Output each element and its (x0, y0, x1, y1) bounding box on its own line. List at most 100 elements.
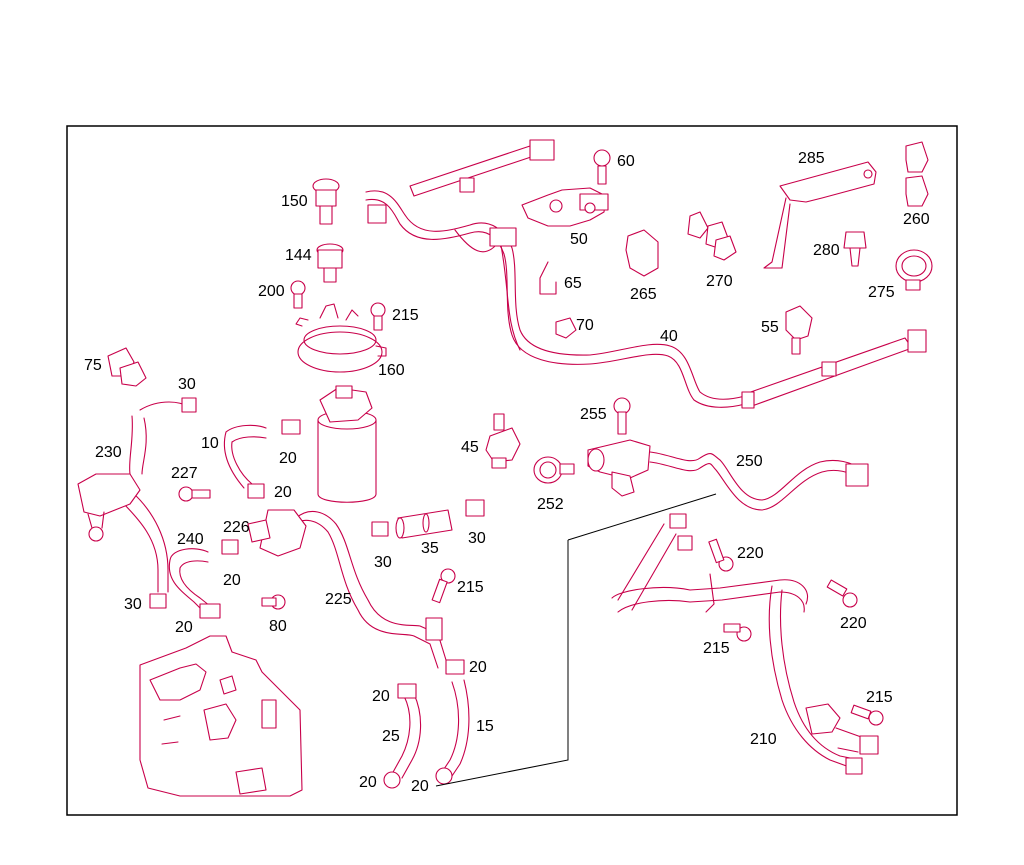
part-230-hose[interactable] (77, 401, 187, 593)
fuel-filter[interactable] (317, 385, 377, 503)
label-215-left: 215 (457, 579, 484, 596)
label-40: 40 (660, 328, 678, 345)
part-150-sensor[interactable] (312, 178, 340, 225)
part-240-hose[interactable] (168, 548, 211, 613)
part-160-filter-bracket[interactable] (295, 303, 387, 373)
part-215-screw-right[interactable] (850, 704, 884, 726)
fuel-line-40[interactable] (365, 139, 927, 409)
clip-20-g[interactable] (383, 771, 401, 789)
part-35-connector[interactable] (395, 509, 453, 539)
clip-20-c[interactable] (221, 539, 239, 555)
label-35: 35 (421, 540, 439, 557)
clip-30-d[interactable] (465, 499, 485, 517)
high-pressure-pump[interactable] (139, 635, 303, 797)
group-leader-frame (435, 493, 717, 787)
part-80-screw[interactable] (261, 594, 286, 610)
label-30-a: 30 (178, 376, 196, 393)
label-215-top: 215 (392, 307, 419, 324)
part-70-clip[interactable] (555, 317, 577, 339)
label-20-d: 20 (175, 619, 193, 636)
part-55-connector[interactable] (785, 305, 813, 355)
label-280: 280 (813, 242, 840, 259)
clip-20-b[interactable] (247, 483, 265, 499)
label-30-d: 30 (468, 530, 486, 547)
label-15: 15 (476, 718, 494, 735)
clip-30-c[interactable] (371, 521, 389, 537)
label-226: 226 (223, 519, 250, 536)
label-225: 225 (325, 591, 352, 608)
label-75: 75 (84, 357, 102, 374)
part-275-hose-clamp[interactable] (895, 249, 933, 291)
part-265-clip[interactable] (625, 229, 659, 277)
label-20-c: 20 (223, 572, 241, 589)
part-280-plug[interactable] (843, 231, 867, 267)
label-220-a: 220 (737, 545, 764, 562)
label-80: 80 (269, 618, 287, 635)
part-225-fuel-line[interactable] (247, 509, 447, 669)
part-227-screw[interactable] (178, 486, 211, 502)
part-270-clips[interactable] (687, 211, 737, 261)
part-260-double-clip[interactable] (905, 141, 929, 207)
label-255: 255 (580, 406, 607, 423)
part-252-sensor[interactable] (533, 456, 575, 484)
part-220-screw-b[interactable] (826, 579, 858, 608)
clip-20-f[interactable] (445, 659, 465, 675)
part-144-heater[interactable] (316, 243, 344, 283)
label-150: 150 (281, 193, 308, 210)
label-230: 230 (95, 444, 122, 461)
part-215-screw-mid[interactable] (723, 623, 752, 642)
label-20-f: 20 (469, 659, 487, 676)
label-20-g: 20 (359, 774, 377, 791)
label-30-b: 30 (124, 596, 142, 613)
label-60: 60 (617, 153, 635, 170)
label-65: 65 (564, 275, 582, 292)
label-10: 10 (201, 435, 219, 452)
clip-30-a[interactable] (181, 397, 197, 413)
part-50-valve-bracket[interactable] (521, 187, 609, 227)
part-15-hose[interactable] (437, 679, 470, 783)
part-60-screw[interactable] (593, 149, 611, 185)
label-55: 55 (761, 319, 779, 336)
label-144: 144 (285, 247, 312, 264)
part-25-hose[interactable] (391, 693, 422, 779)
label-260: 260 (903, 211, 930, 228)
label-265: 265 (630, 286, 657, 303)
part-255-screw[interactable] (613, 397, 631, 435)
label-252: 252 (537, 496, 564, 513)
label-30-c: 30 (374, 554, 392, 571)
part-285-bracket[interactable] (763, 161, 877, 269)
label-20-b: 20 (274, 484, 292, 501)
part-45-valve[interactable] (485, 413, 521, 469)
label-285: 285 (798, 150, 825, 167)
clip-30-b[interactable] (149, 593, 167, 609)
label-50: 50 (570, 231, 588, 248)
part-75-clip[interactable] (107, 347, 147, 387)
label-20-e: 20 (372, 688, 390, 705)
label-25: 25 (382, 728, 400, 745)
part-65-bracket[interactable] (539, 261, 557, 295)
label-275: 275 (868, 284, 895, 301)
part-210-line-assembly[interactable] (611, 513, 879, 775)
label-220-b: 220 (840, 615, 867, 632)
part-10-hose[interactable] (223, 424, 267, 489)
label-20-h: 20 (411, 778, 429, 795)
label-227: 227 (171, 465, 198, 482)
part-215-screw-left[interactable] (431, 568, 456, 604)
label-270: 270 (706, 273, 733, 290)
clip-20-e[interactable] (397, 683, 417, 699)
label-45: 45 (461, 439, 479, 456)
clip-20-h[interactable] (435, 767, 453, 785)
clip-20-a[interactable] (281, 419, 301, 435)
label-250: 250 (736, 453, 763, 470)
label-20-a: 20 (279, 450, 297, 467)
label-215-mid: 215 (703, 640, 730, 657)
part-220-screw-a[interactable] (708, 538, 734, 572)
label-200: 200 (258, 283, 285, 300)
part-215-screw-top[interactable] (370, 302, 386, 331)
clip-20-d[interactable] (199, 603, 221, 619)
label-160: 160 (378, 362, 405, 379)
part-250-line[interactable] (587, 439, 869, 511)
part-200-screw[interactable] (290, 280, 306, 309)
label-70: 70 (576, 317, 594, 334)
